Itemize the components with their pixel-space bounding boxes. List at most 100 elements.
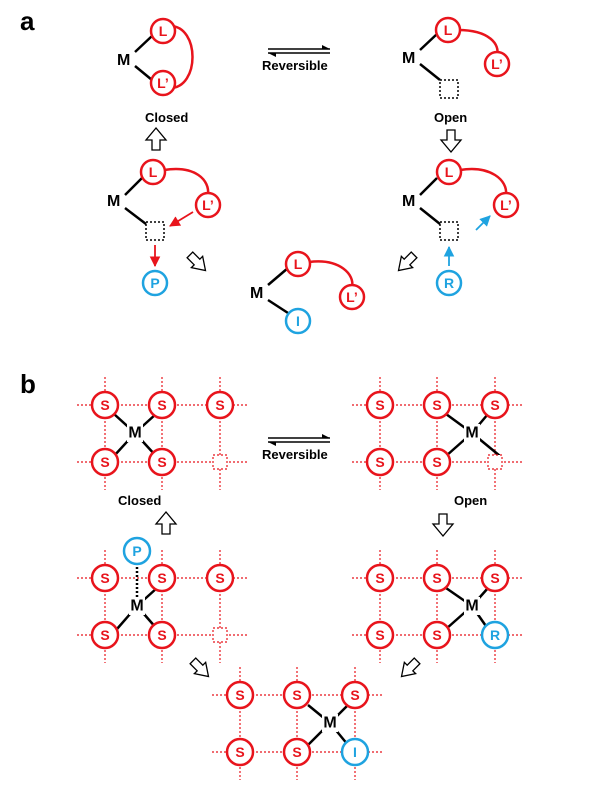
- b-open-label: Open: [454, 493, 487, 508]
- site-label: S: [375, 454, 384, 470]
- site-circle: [422, 620, 452, 650]
- metal-M: M: [465, 598, 478, 615]
- site-label: S: [235, 687, 244, 703]
- guest-circle: [340, 737, 370, 767]
- a-reversible-arrows: [268, 45, 330, 57]
- a-arrow-diag-right: [397, 251, 418, 272]
- site-circle: [205, 563, 235, 593]
- ligand-L: L: [445, 164, 454, 180]
- metal-M: M: [128, 425, 141, 442]
- site-circle: [480, 563, 510, 593]
- site-label: S: [375, 570, 384, 586]
- site-label: S: [157, 627, 166, 643]
- guest-circle: [480, 620, 510, 650]
- metal-M: M: [107, 193, 120, 210]
- b-reversible-arrows: [268, 434, 330, 446]
- site-label: S: [375, 627, 384, 643]
- site-circle: [225, 680, 255, 710]
- site-circle: [90, 620, 120, 650]
- site-circle: [147, 390, 177, 420]
- a-arrow-diag-left: [186, 251, 207, 272]
- ligand-Lp: L’: [491, 56, 503, 72]
- site-circle: [282, 680, 312, 710]
- site-label: S: [350, 687, 359, 703]
- a-closed-complex: L L’ M: [117, 17, 194, 97]
- site-circle: [90, 563, 120, 593]
- metal-M: M: [402, 50, 415, 67]
- site-circle: [90, 390, 120, 420]
- ligand-Lp: L’: [202, 197, 214, 213]
- a-arrow-up: [144, 126, 168, 151]
- site-label: S: [100, 397, 109, 413]
- site-label: S: [235, 744, 244, 760]
- site-circle: [480, 390, 510, 420]
- site-label: S: [432, 570, 441, 586]
- a-open-complex: L L’ M: [402, 16, 511, 99]
- site-circle: [422, 563, 452, 593]
- b-reversible-label: Reversible: [262, 447, 328, 462]
- b-reactant-lattice: S S S S S RM: [352, 550, 523, 663]
- site-circle: [365, 563, 395, 593]
- site-circle: [147, 563, 177, 593]
- panel-a-label: a: [20, 6, 35, 36]
- guest-label: R: [490, 627, 500, 643]
- b-closed-label: Closed: [118, 493, 161, 508]
- metal-M: M: [402, 193, 415, 210]
- site-label: S: [292, 687, 301, 703]
- site-circle: [147, 620, 177, 650]
- a-product-release-complex: L L’ M P: [107, 158, 222, 297]
- vacant-site: [212, 454, 228, 470]
- site-circle: [282, 737, 312, 767]
- site-label: S: [157, 570, 166, 586]
- a-reversible-label: Reversible: [262, 58, 328, 73]
- ligand-Lp: L’: [500, 197, 512, 213]
- site-label: S: [432, 397, 441, 413]
- site-label: S: [100, 454, 109, 470]
- site-circle: [90, 447, 120, 477]
- metal-M: M: [250, 285, 263, 302]
- metal-M: M: [130, 598, 143, 615]
- a-reactant-binding-complex: L L’ M R: [402, 158, 520, 297]
- ligand-L: L: [159, 23, 168, 39]
- ligand-Lp: L’: [346, 289, 358, 305]
- site-circle: [225, 737, 255, 767]
- site-label: S: [490, 397, 499, 413]
- metal-M: M: [323, 715, 336, 732]
- site-circle: [365, 390, 395, 420]
- product-P: P: [132, 543, 141, 559]
- ligand-Lp: L’: [157, 75, 169, 91]
- site-label: S: [432, 627, 441, 643]
- b-arrow-diag-right: [400, 657, 421, 678]
- site-label: S: [292, 744, 301, 760]
- site-label: S: [215, 397, 224, 413]
- b-arrow-down: [431, 513, 455, 538]
- site-label: S: [100, 627, 109, 643]
- panel-b-label: b: [20, 369, 36, 399]
- a-arrow-down: [439, 129, 463, 154]
- a-open-label: Open: [434, 110, 467, 125]
- site-circle: [340, 680, 370, 710]
- site-label: S: [215, 570, 224, 586]
- site-label: S: [490, 570, 499, 586]
- b-inhibitor-lattice: S S S S S I M: [212, 667, 383, 780]
- site-circle: [365, 620, 395, 650]
- b-arrow-diag-left: [189, 657, 210, 678]
- site-label: S: [157, 397, 166, 413]
- site-circle: [422, 447, 452, 477]
- site-label: S: [375, 397, 384, 413]
- site-label: S: [100, 570, 109, 586]
- a-inhibitor-complex: L L’ M I: [250, 250, 366, 335]
- ligand-L: L: [294, 256, 303, 272]
- guest-label: I: [353, 744, 357, 760]
- site-label: S: [432, 454, 441, 470]
- vacant-site: [212, 627, 228, 643]
- vacant-site: [487, 454, 503, 470]
- inhibitor-I: I: [296, 313, 300, 329]
- site-circle: [422, 390, 452, 420]
- site-circle: [365, 447, 395, 477]
- site-label: S: [157, 454, 166, 470]
